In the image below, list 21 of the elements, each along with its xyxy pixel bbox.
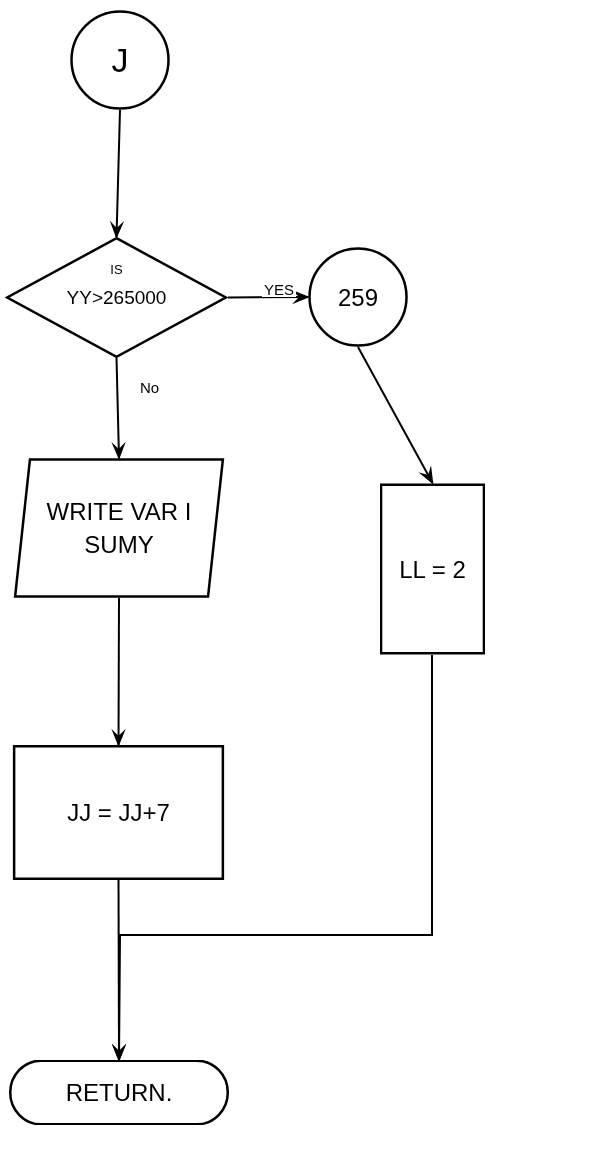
io-parallelogram [13,458,225,598]
node-text: YY>265000 [66,285,167,310]
node-text: LL = 2 [399,554,466,585]
arrow [111,357,126,460]
arrow [109,109,125,239]
node-text: WRITE VAR I SUMY [45,497,193,560]
node-text: J [111,39,129,81]
node-text: IS [110,263,123,276]
edge-label: No [138,380,162,395]
node-text: 259 [337,282,378,313]
node-text: JJ = JJ+7 [67,798,170,828]
arrow [357,346,434,485]
connector-circle [70,10,170,110]
edge-label: YES [262,282,296,297]
decision-diamond [5,237,228,358]
arrow [227,289,310,305]
process-box [380,483,485,655]
connector-circle [308,247,408,347]
process-box [12,745,225,880]
node-text: RETURN. [65,1078,173,1108]
arrow [111,597,126,747]
